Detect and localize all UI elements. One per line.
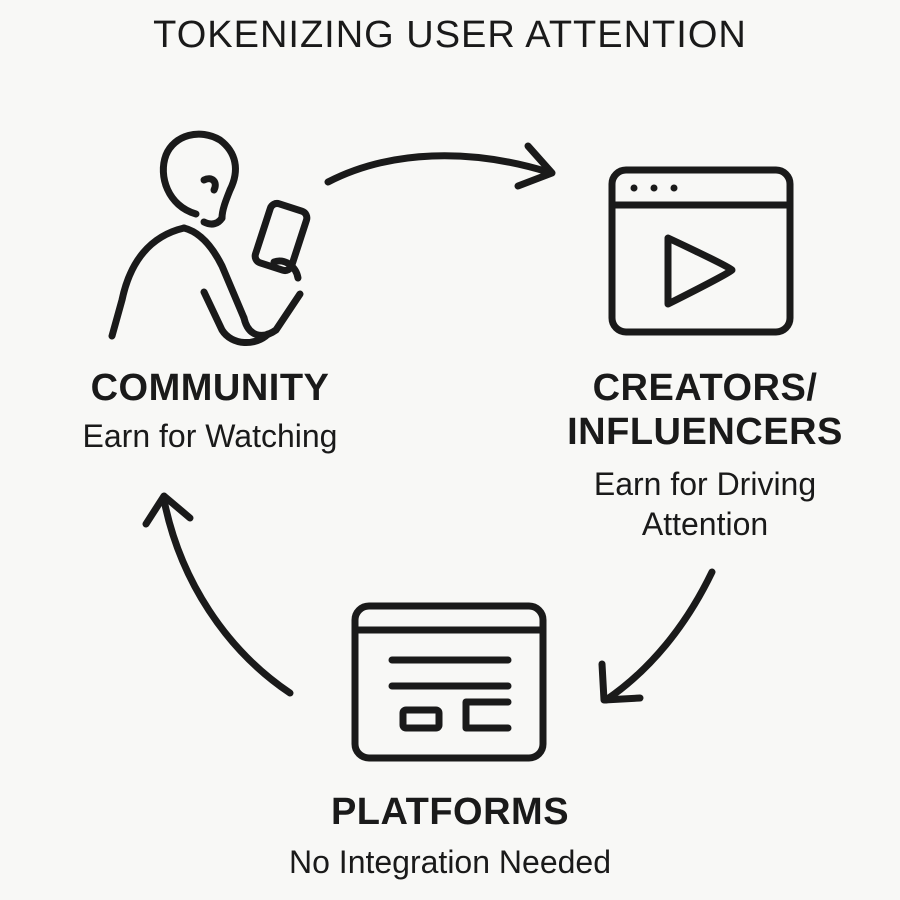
community-subtitle: Earn for Watching — [82, 418, 338, 454]
creators-heading-line2: INFLUENCERS — [567, 411, 843, 453]
platforms-heading: PLATFORMS — [330, 791, 570, 833]
community-heading: COMMUNITY — [90, 367, 330, 409]
platforms-subtitle: No Integration Needed — [289, 844, 611, 880]
person-with-phone-icon — [108, 130, 311, 346]
web-page-window-icon — [351, 602, 547, 762]
arrow-community-to-creators — [324, 142, 556, 190]
arrow-platforms-to-community — [142, 492, 294, 697]
arrow-creators-to-platforms — [598, 568, 716, 704]
creators-node-label: CREATORS/ INFLUENCERS Earn for Driving A… — [520, 366, 890, 544]
creators-subtitle-line1: Earn for Driving — [593, 466, 817, 502]
platforms-node-label: PLATFORMS No Integration Needed — [200, 790, 700, 882]
video-window-icon — [608, 166, 794, 336]
creators-heading-line1: CREATORS/ — [592, 367, 818, 409]
creators-subtitle-line2: Attention — [641, 506, 769, 542]
community-node-label: COMMUNITY Earn for Watching — [40, 366, 380, 456]
diagram-title: TOKENIZING USER ATTENTION — [153, 14, 747, 56]
